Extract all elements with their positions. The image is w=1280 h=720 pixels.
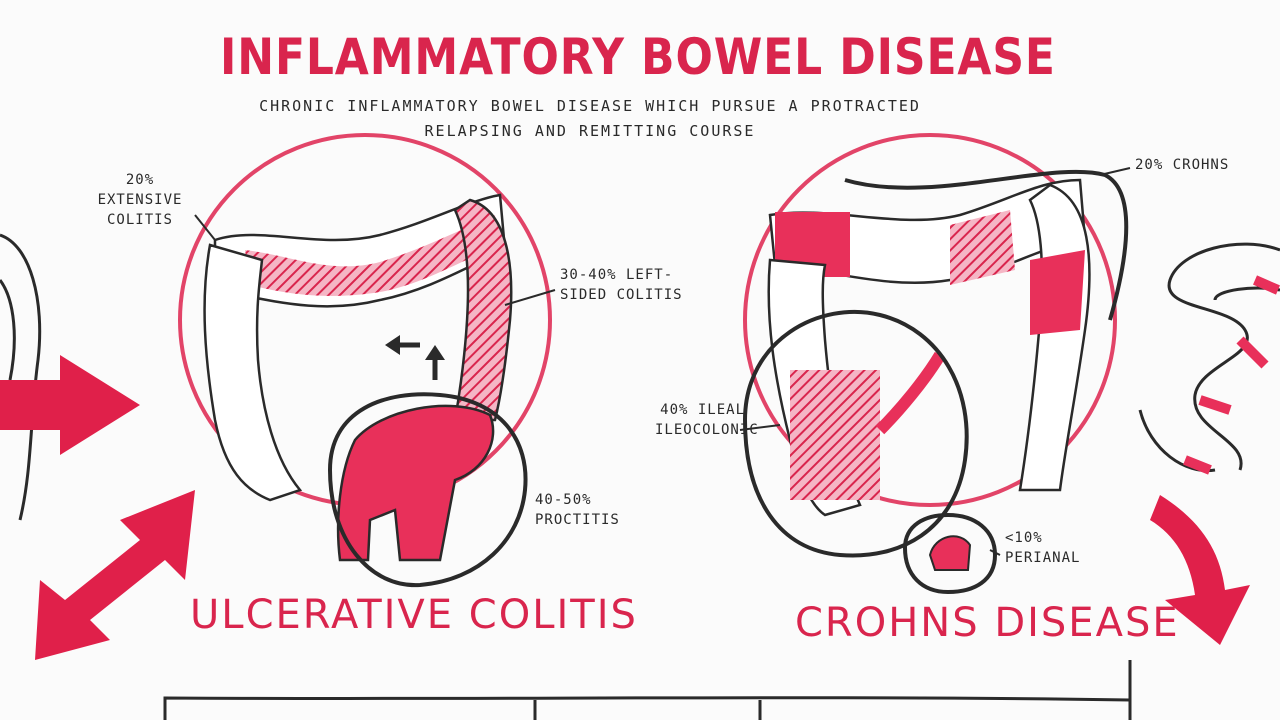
arrow-left-bottom <box>35 490 195 660</box>
crohns-label-colonic: 20% CROHNS <box>1135 157 1230 173</box>
page-subtitle: CHRONIC INFLAMMATORY BOWEL DISEASE WHICH… <box>259 97 921 140</box>
crohns-illustration <box>742 133 1129 595</box>
uc-label-left-sided: 30-40% LEFT-SIDED COLITIS <box>560 267 683 303</box>
crohns-circle <box>743 133 1117 507</box>
left-intestine-fragment <box>0 233 42 521</box>
uc-label-proctitis: 40-50% PROCTITIS <box>535 492 620 528</box>
uc-label-extensive: 20% EXTENSIVE COLITIS <box>97 172 183 228</box>
arrow-right-bottom <box>1150 495 1250 645</box>
uc-illustration <box>178 133 552 588</box>
right-intestine-inflamed <box>1183 275 1280 475</box>
pointer-lines <box>194 167 1131 556</box>
crohns-heading: CROHNS DISEASE <box>795 600 1180 646</box>
table-outline <box>163 660 1132 720</box>
page-title: INFLAMMATORY BOWEL DISEASE <box>220 28 1056 86</box>
uc-heading: ULCERATIVE COLITIS <box>190 592 638 638</box>
arrow-left-top <box>0 355 140 455</box>
crohns-label-perianal: <10% PERIANAL <box>1005 530 1081 566</box>
crohns-label-ileal: 40% ILEAL ILEOCOLONIC <box>655 402 759 438</box>
